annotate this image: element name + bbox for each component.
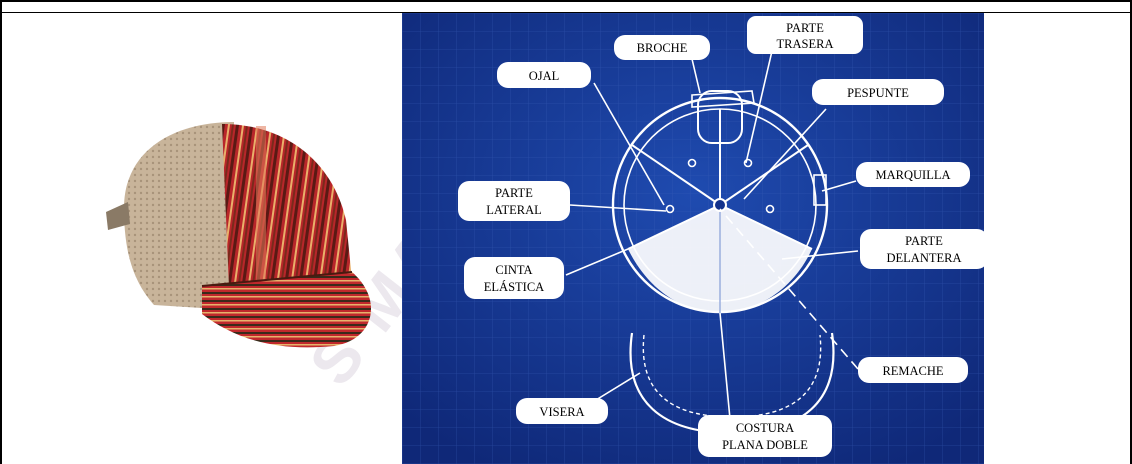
svg-text:BROCHE: BROCHE (637, 41, 688, 55)
svg-text:ELÁSTICA: ELÁSTICA (484, 280, 544, 294)
label-costura-plana-doble: COSTURA PLANA DOBLE (698, 415, 832, 457)
label-pespunte: PESPUNTE (812, 79, 944, 105)
svg-text:VISERA: VISERA (539, 405, 584, 419)
label-remache: REMACHE (858, 357, 968, 383)
label-parte-delantera: PARTE DELANTERA (860, 229, 984, 269)
label-parte-trasera: PARTE TRASERA (747, 16, 863, 54)
svg-text:PLANA DOBLE: PLANA DOBLE (722, 438, 808, 452)
svg-text:PARTE: PARTE (786, 21, 824, 35)
svg-text:PARTE: PARTE (495, 186, 533, 200)
svg-text:PARTE: PARTE (905, 234, 943, 248)
svg-text:MARQUILLA: MARQUILLA (876, 168, 951, 182)
svg-text:DELANTERA: DELANTERA (887, 251, 962, 265)
label-broche: BROCHE (614, 35, 710, 60)
label-visera: VISERA (516, 398, 608, 424)
label-ojal: OJAL (497, 62, 591, 88)
label-parte-lateral: PARTE LATERAL (458, 181, 570, 221)
cap-photo (84, 100, 384, 360)
table-left-border (0, 0, 2, 464)
svg-text:COSTURA: COSTURA (736, 421, 794, 435)
cap-blueprint-diagram: BROCHE PARTE TRASERA OJAL PESPUNTE MARQU… (402, 13, 984, 464)
table-top-border (0, 0, 1132, 2)
svg-text:TRASERA: TRASERA (777, 37, 834, 51)
svg-text:LATERAL: LATERAL (486, 203, 542, 217)
label-marquilla: MARQUILLA (856, 162, 970, 187)
svg-text:PESPUNTE: PESPUNTE (847, 86, 909, 100)
label-cinta-elastica: CINTA ELÁSTICA (464, 257, 564, 299)
svg-text:CINTA: CINTA (495, 263, 532, 277)
svg-text:OJAL: OJAL (529, 69, 560, 83)
svg-text:REMACHE: REMACHE (882, 364, 943, 378)
